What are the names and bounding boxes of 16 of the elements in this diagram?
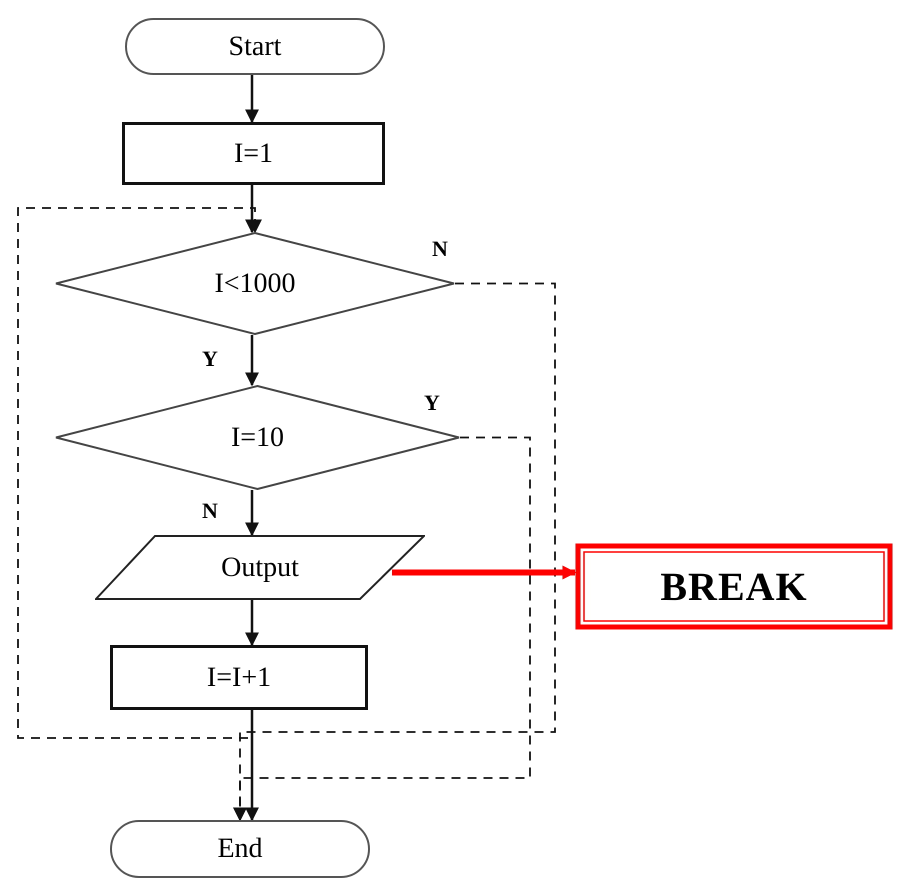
node-label: I=1 <box>234 136 274 170</box>
node-label: I=10 <box>230 420 284 454</box>
node-label: I=I+1 <box>206 660 272 694</box>
arrow <box>392 566 576 580</box>
arrow <box>245 710 259 822</box>
dashed-arrow <box>233 436 531 822</box>
node-label: Output <box>221 550 299 584</box>
node-label: I<1000 <box>214 266 296 300</box>
dashed-arrow <box>17 207 262 739</box>
arrow <box>245 75 259 124</box>
arrow <box>245 490 259 536</box>
node-label: End <box>217 832 263 866</box>
arrow <box>245 600 259 646</box>
node-label: BREAK <box>660 562 808 610</box>
arrow <box>245 335 259 386</box>
node-label: Start <box>228 30 282 64</box>
